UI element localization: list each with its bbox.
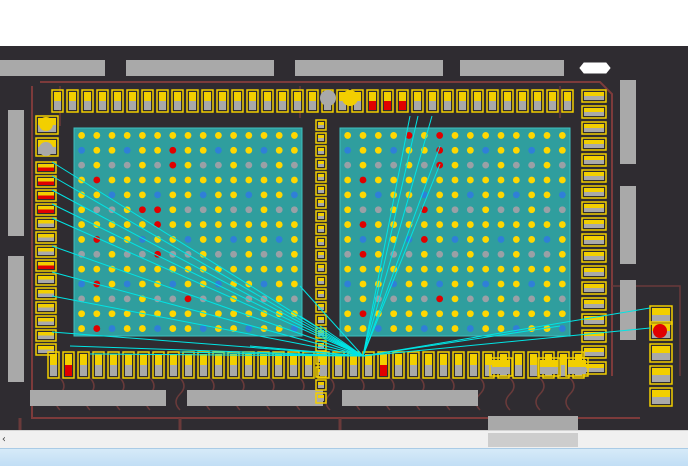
chevron-left-icon[interactable]: ‹ [0,434,8,445]
horizontal-scrollbar[interactable]: ‹ [0,430,688,449]
scrollbar-thumb[interactable] [488,433,578,447]
taskbar [0,448,688,466]
silkscreen-blocks [0,60,636,430]
component-pads [35,89,673,407]
ratsnest-lines [51,115,651,357]
workspace-top-margin [0,0,688,46]
pcb-layout-drawing[interactable] [0,46,688,430]
pcb-layout-canvas[interactable] [0,46,688,430]
